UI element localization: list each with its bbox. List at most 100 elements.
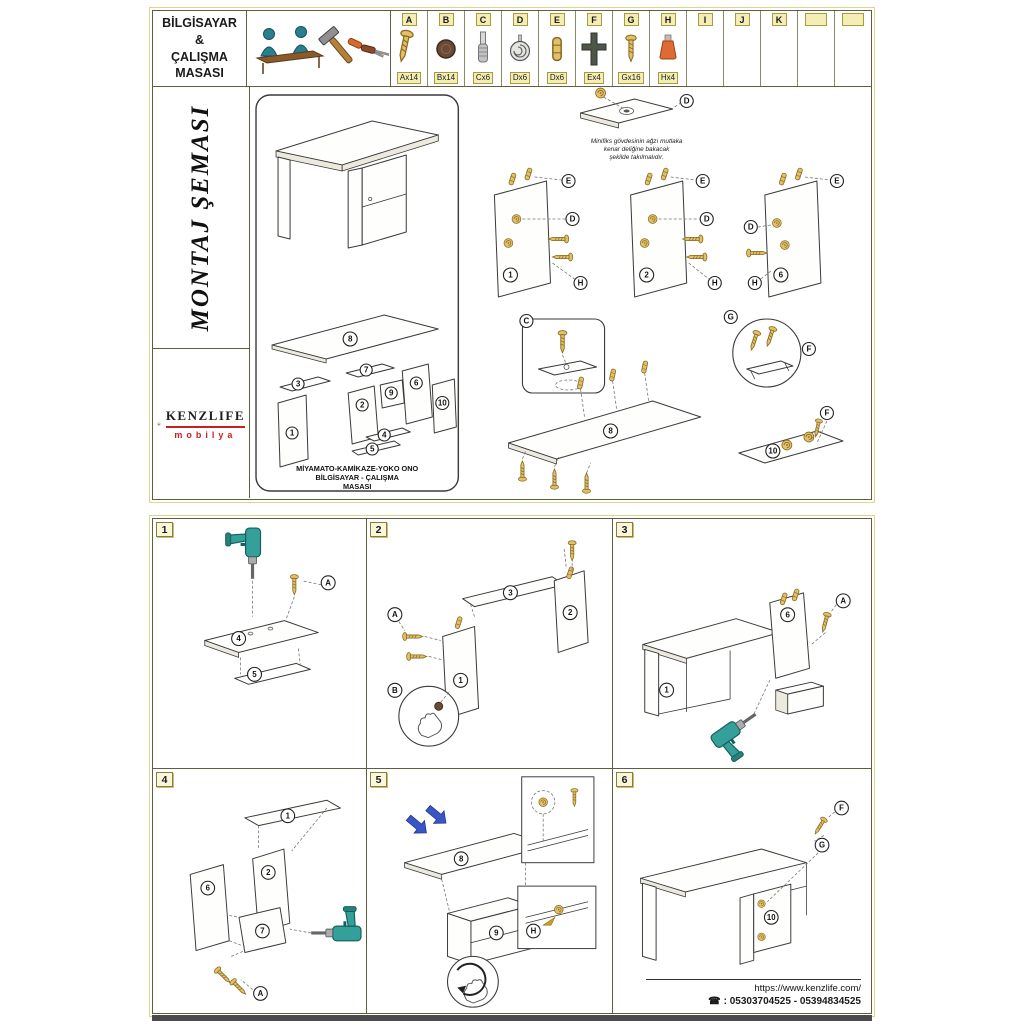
svg-text:5: 5	[370, 445, 375, 454]
montaj-semasi-title: MONTAJ ŞEMASI	[187, 104, 214, 331]
step-number: 5	[370, 772, 387, 787]
part-qty: Gx16	[618, 72, 644, 84]
title-line: ÇALIŞMA	[171, 49, 228, 64]
svg-text:5: 5	[252, 670, 257, 679]
brand-logo-box: KENZLIFE mobilya	[153, 349, 249, 498]
cam-lock-icon	[505, 26, 535, 72]
exploded-parts-drawing: 8 7 3 6 2 9 4 10 1	[271, 314, 457, 468]
step-number: 4	[156, 772, 173, 787]
svg-text:F: F	[839, 804, 844, 813]
title-line: BİLGİSAYAR	[162, 15, 237, 30]
svg-text:D: D	[570, 215, 576, 224]
hardware-parts-strip: A Ax14 B Bx14 C Cx6 D Dx6 E	[391, 11, 871, 86]
svg-text:H: H	[752, 279, 758, 288]
part-letter-badge: D	[512, 13, 528, 26]
svg-text:F: F	[806, 345, 811, 354]
hardware-part-a: A Ax14	[391, 11, 428, 86]
svg-text:C: C	[524, 317, 530, 326]
part-qty: Ax14	[396, 72, 422, 84]
brand-divider	[165, 425, 245, 428]
svg-text:1: 1	[290, 429, 295, 438]
hardware-part-d: D Dx6	[502, 11, 539, 86]
step-3-illustration: 1 6 A	[642, 588, 851, 766]
part-letter-badge: G	[623, 13, 639, 26]
svg-text:10: 10	[438, 399, 447, 408]
step-panel-2: 2 3 2 1 A B	[367, 519, 613, 769]
svg-text:9: 9	[494, 929, 499, 938]
hardware-part-g: G Gx16	[613, 11, 650, 86]
svg-text:6: 6	[206, 884, 211, 893]
hardware-part-c: C Cx6	[465, 11, 502, 86]
step-1-illustration: A 4 5	[204, 527, 336, 685]
brand-name: KENZLIFE	[165, 407, 245, 423]
svg-text:2: 2	[266, 868, 271, 877]
sheet-bottom-edge	[152, 1015, 872, 1021]
svg-text:1: 1	[664, 686, 669, 695]
svg-text:Minifiks gövdesinin ağzı mutla: Minifiks gövdesinin ağzı mutlaka	[591, 138, 683, 145]
kenzlife-logo-icon	[157, 421, 161, 426]
part-letter-badge: A	[401, 13, 417, 26]
screwdriver-icon	[360, 44, 389, 58]
side-panel-2-diagram: E D H 2	[630, 167, 722, 298]
footer-divider	[646, 979, 861, 980]
phone-numbers: : 05303704525 - 05394834525	[723, 996, 861, 1007]
step-panel-4: 4 1 2 6 7 A	[153, 769, 367, 1013]
assembly-steps: 1 A 4 5 2 3 2 1	[149, 515, 875, 1017]
bracket-screws-callout: G F	[723, 309, 816, 388]
hardware-part-b: B Bx14	[428, 11, 465, 86]
svg-text:H: H	[531, 927, 537, 936]
svg-text:B: B	[392, 686, 398, 695]
svg-text:4: 4	[382, 431, 387, 440]
part-letter-badge: J	[734, 13, 750, 26]
step-panel-1: 1 A 4 5	[153, 519, 367, 769]
side-panel-1-diagram: E D H 1	[493, 167, 588, 298]
svg-text:6: 6	[785, 610, 790, 619]
svg-text:G: G	[819, 841, 825, 850]
step-5-illustration: 8 9 H	[402, 776, 597, 1008]
part-qty: Dx6	[509, 72, 531, 84]
svg-text:H: H	[712, 279, 718, 288]
hardware-part-i: I	[687, 11, 724, 86]
svg-text:1: 1	[508, 271, 513, 280]
svg-text:2: 2	[568, 608, 573, 617]
svg-text:7: 7	[260, 927, 264, 936]
svg-text:10: 10	[767, 913, 776, 922]
cam-bolt-callout: C	[519, 313, 606, 394]
tools-illustration	[247, 11, 391, 86]
step-number: 6	[616, 772, 633, 787]
side-panel-6-diagram: E D H 6	[743, 167, 845, 298]
svg-text:E: E	[566, 177, 572, 186]
step-6-illustration: 10 F G	[640, 800, 849, 965]
product-name-line: MASASI	[343, 482, 371, 491]
svg-text:6: 6	[779, 271, 784, 280]
part-qty: Bx14	[433, 72, 459, 84]
svg-text:E: E	[700, 177, 706, 186]
step-number: 2	[370, 522, 387, 537]
svg-text:1: 1	[458, 676, 463, 685]
svg-text:4: 4	[236, 634, 241, 643]
part-qty: Dx6	[546, 72, 568, 84]
empty-part-slot	[798, 11, 835, 86]
exploded-diagram-panel: 8 7 3 6 2 9 4 10 1	[250, 87, 871, 498]
step-panel-5: 5 8 9 H	[367, 769, 613, 1013]
empty-part-slot	[835, 11, 871, 86]
part-qty: Hx4	[657, 72, 679, 84]
svg-text:G: G	[728, 313, 734, 322]
part-letter-badge: B	[438, 13, 454, 26]
svg-text:D: D	[748, 223, 754, 232]
product-name-line: BİLGİSAYAR - ÇALIŞMA	[315, 473, 399, 482]
title-line: MASASI	[175, 66, 224, 81]
svg-text:A: A	[840, 596, 846, 605]
svg-text:şekilde takılmalıdır.: şekilde takılmalıdır.	[609, 154, 664, 161]
svg-text:D: D	[704, 215, 710, 224]
step-panel-3: 3 1 6 A	[613, 519, 871, 769]
assembled-desk-drawing	[275, 120, 439, 249]
svg-text:H: H	[578, 279, 584, 288]
svg-text:8: 8	[348, 335, 353, 344]
svg-text:2: 2	[644, 271, 649, 280]
brand-subtitle: mobilya	[174, 429, 237, 440]
part-letter-badge: C	[475, 13, 491, 26]
svg-text:kenar deliğine bakacak: kenar deliğine bakacak	[604, 146, 670, 153]
short-screw-icon	[616, 26, 646, 72]
title-line: &	[194, 32, 205, 47]
